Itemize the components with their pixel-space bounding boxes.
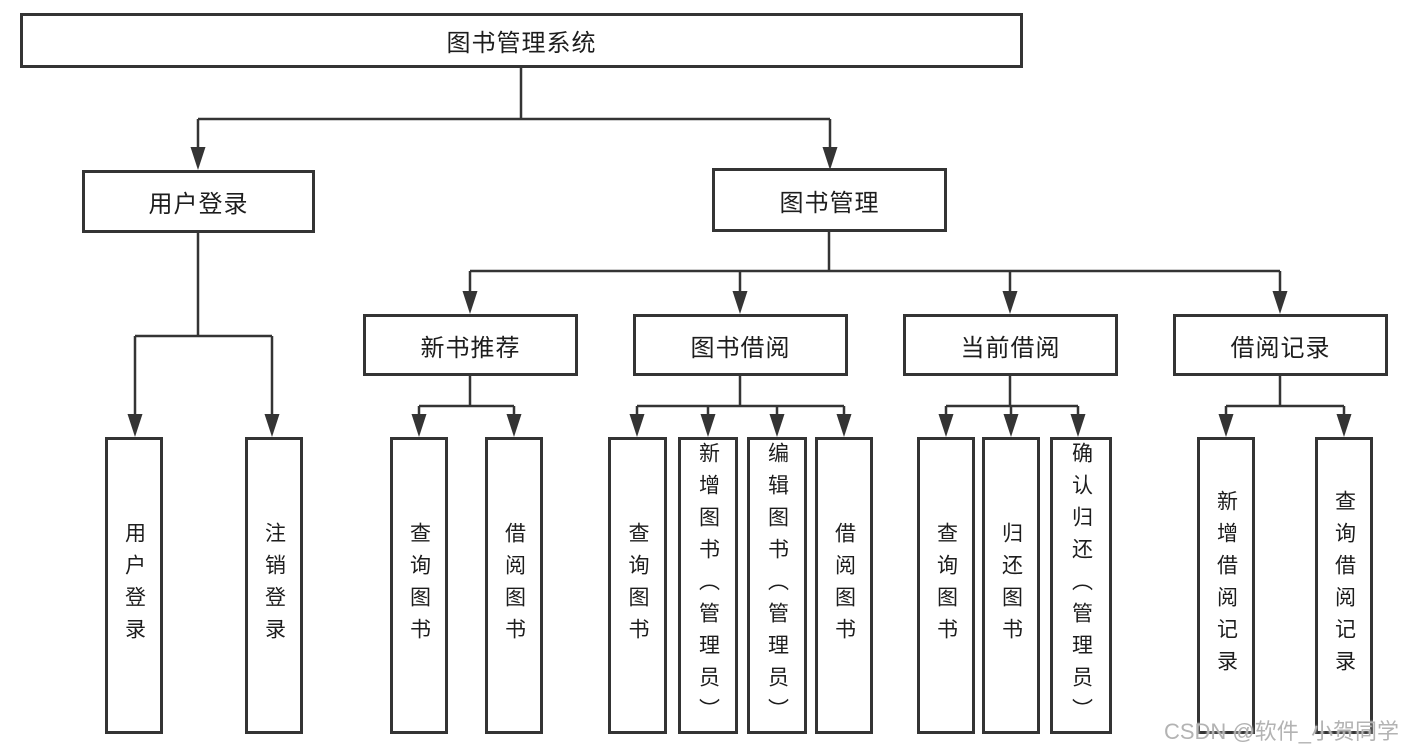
node-new-book-recommend: 新书推荐 [363, 314, 578, 376]
node-label: 当前借阅 [960, 334, 1061, 362]
node-book-borrowing: 图书借阅 [633, 314, 848, 376]
node-label: 查询借阅记录 [1332, 489, 1356, 682]
node-label: 图书管理 [779, 189, 880, 217]
node-label: 新书推荐 [420, 334, 521, 362]
node-root-system: 图书管理系统 [20, 13, 1023, 68]
leaf-add-borrow-record: 新增借阅记录 [1197, 437, 1255, 734]
node-label: 查询图书 [626, 521, 649, 650]
leaf-borrow-books-2: 借阅图书 [815, 437, 873, 734]
leaf-return-books: 归还图书 [982, 437, 1040, 734]
node-label: 确认归还（管理员） [1069, 441, 1093, 730]
node-label: 借阅图书 [832, 521, 856, 650]
node-current-borrowing: 当前借阅 [903, 314, 1118, 376]
node-label: 查询图书 [934, 521, 958, 650]
leaf-logout: 注销登录 [245, 437, 303, 734]
node-label: 借阅记录 [1230, 334, 1331, 362]
leaf-query-books-1: 查询图书 [390, 437, 448, 734]
node-book-management: 图书管理 [712, 168, 947, 232]
node-label: 新增借阅记录 [1214, 489, 1238, 682]
node-label: 借阅图书 [502, 521, 526, 650]
leaf-query-books-2: 查询图书 [608, 437, 667, 734]
leaf-edit-book-admin: 编辑图书（管理员） [747, 437, 807, 734]
node-label: 用户登录 [148, 191, 249, 218]
node-label: 编辑图书（管理员） [765, 441, 789, 730]
csdn-watermark: CSDN @软件_小贺同学 [1163, 719, 1399, 744]
node-label: 图书借阅 [690, 334, 791, 362]
node-label: 图书管理系统 [446, 30, 597, 57]
node-user-login: 用户登录 [82, 170, 315, 233]
leaf-query-borrow-record: 查询借阅记录 [1315, 437, 1373, 734]
node-label: 查询图书 [407, 521, 431, 650]
node-borrowing-records: 借阅记录 [1173, 314, 1388, 376]
leaf-user-login: 用户登录 [105, 437, 163, 734]
node-label: 用户登录 [122, 521, 146, 650]
node-label: 归还图书 [999, 521, 1023, 650]
leaf-add-book-admin: 新增图书（管理员） [678, 437, 738, 734]
leaf-confirm-return-admin: 确认归还（管理员） [1050, 437, 1112, 734]
leaf-borrow-books-1: 借阅图书 [485, 437, 543, 734]
arrowhead-icons [127, 147, 1352, 437]
node-label: 注销登录 [262, 521, 286, 650]
leaf-query-books-3: 查询图书 [917, 437, 975, 734]
node-label: 新增图书（管理员） [696, 441, 720, 730]
